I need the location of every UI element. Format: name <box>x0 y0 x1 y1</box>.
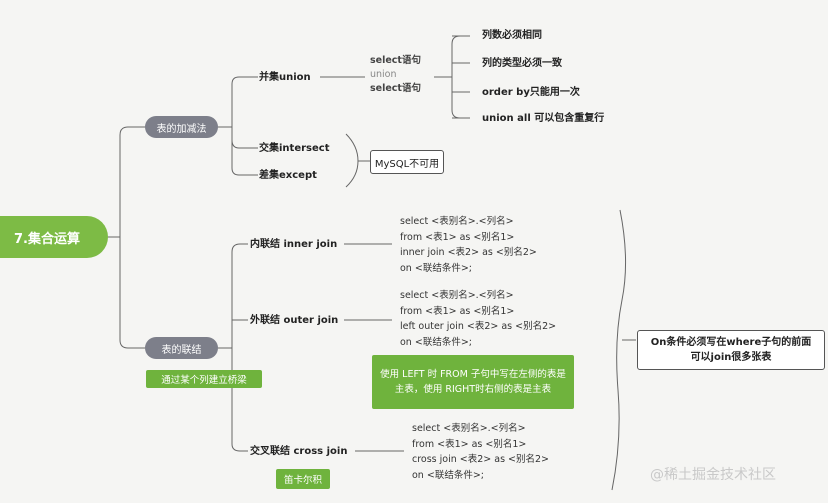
join-bridge-note-text: 通过某个列建立桥梁 <box>161 375 247 386</box>
cross-join-code: select <表别名>.<列名> from <表1> as <别名1> cro… <box>412 421 549 483</box>
code-line: left outer join <表2> as <别名2> <box>400 321 557 332</box>
on-condition-note: On条件必须写在where子句的前面 可以join很多张表 <box>637 330 825 370</box>
code-line: from <表1> as <别名1> <box>400 305 515 317</box>
mysql-note: MySQL不可用 <box>370 150 444 174</box>
branch-join-label: 表的联结 <box>161 344 202 356</box>
except-label: 差集except <box>259 170 317 181</box>
branch-set-ops-label: 表的加减法 <box>156 123 207 135</box>
inner-join-label: 内联结 inner join <box>250 239 338 250</box>
code-line: from <表1> as <别名1> <box>400 231 515 243</box>
code-line: select <表别名>.<列名> <box>400 216 514 227</box>
code-line: select <表别名>.<列名> <box>412 423 526 434</box>
union-syntax-line: select语句 <box>370 55 421 66</box>
root-label: 7.集合运算 <box>14 231 80 247</box>
join-bridge-note: 通过某个列建立桥梁 <box>146 370 262 388</box>
cross-join-note-text: 笛卡尔积 <box>283 475 322 486</box>
on-note-line: 可以join很多张表 <box>690 352 772 363</box>
union-rule: 列数必须相同 <box>482 30 542 41</box>
outer-join-note-text: 使用 LEFT 时 FROM 子句中写在左侧的表是主表，使用 RIGHT时右侧的… <box>380 369 566 395</box>
union-syntax: select语句 union select语句 <box>370 54 421 96</box>
code-line: select <表别名>.<列名> <box>400 290 514 301</box>
union-syntax-line: union <box>370 69 397 80</box>
union-syntax-line: select语句 <box>370 83 421 94</box>
code-line: on <联结条件>; <box>400 336 472 348</box>
root-node[interactable]: 7.集合运算 <box>0 216 108 258</box>
code-line: inner join <表2> as <别名2> <box>400 247 537 258</box>
union-rule: union all 可以包含重复行 <box>482 113 605 124</box>
code-line: cross join <表2> as <别名2> <box>412 454 550 465</box>
inner-join-code: select <表别名>.<列名> from <表1> as <别名1> inn… <box>400 214 537 276</box>
union-rule: order by只能用一次 <box>482 87 580 98</box>
outer-join-label: 外联结 outer join <box>250 315 339 326</box>
branch-join[interactable]: 表的联结 <box>145 337 218 359</box>
cross-join-label: 交叉联结 cross join <box>250 446 348 457</box>
union-rule: 列的类型必须一致 <box>482 58 562 69</box>
code-line: from <表1> as <别名1> <box>412 438 527 450</box>
outer-join-code: select <表别名>.<列名> from <表1> as <别名1> lef… <box>400 288 556 350</box>
outer-join-note: 使用 LEFT 时 FROM 子句中写在左侧的表是主表，使用 RIGHT时右侧的… <box>372 355 574 409</box>
union-label: 并集union <box>259 72 311 83</box>
watermark: @稀土掘金技术社区 <box>650 467 776 483</box>
on-note-line: On条件必须写在where子句的前面 <box>650 337 812 348</box>
intersect-label: 交集intersect <box>259 143 330 154</box>
code-line: on <联结条件>; <box>412 469 484 481</box>
cross-join-note: 笛卡尔积 <box>276 469 330 489</box>
code-line: on <联结条件>; <box>400 262 472 274</box>
mysql-note-text: MySQL不可用 <box>374 158 440 170</box>
branch-set-ops[interactable]: 表的加减法 <box>145 116 218 138</box>
